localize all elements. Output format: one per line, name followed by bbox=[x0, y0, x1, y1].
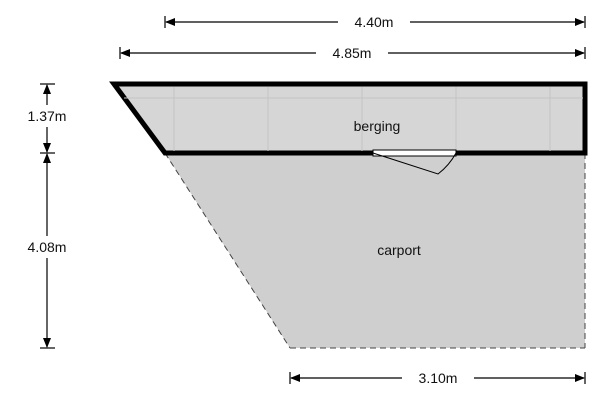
door-swing bbox=[372, 152, 457, 175]
dimension-top-inner-label: 4.40m bbox=[355, 14, 394, 30]
carport-left-edge bbox=[164, 152, 291, 349]
carport-area bbox=[165, 153, 585, 348]
dimension-carport-depth: 4.08m bbox=[28, 153, 67, 349]
dimension-top-outer: 4.85m bbox=[119, 45, 586, 61]
berging-floor-grid bbox=[124, 87, 583, 151]
berging-room bbox=[109, 81, 588, 156]
dimension-top-outer-label: 4.85m bbox=[333, 45, 372, 61]
dimension-top-inner: 4.40m bbox=[164, 14, 586, 30]
dimension-carport-bottom-label: 3.10m bbox=[419, 370, 458, 386]
dimension-carport-depth-label: 4.08m bbox=[28, 239, 67, 255]
carport-label: carport bbox=[377, 242, 421, 258]
dimension-carport-bottom: 3.10m bbox=[289, 370, 586, 386]
berging-label: berging bbox=[354, 118, 401, 134]
dimension-berging-depth-label: 1.37m bbox=[28, 108, 67, 124]
door-opening bbox=[372, 149, 457, 157]
dimension-berging-depth: 1.37m bbox=[28, 83, 67, 154]
